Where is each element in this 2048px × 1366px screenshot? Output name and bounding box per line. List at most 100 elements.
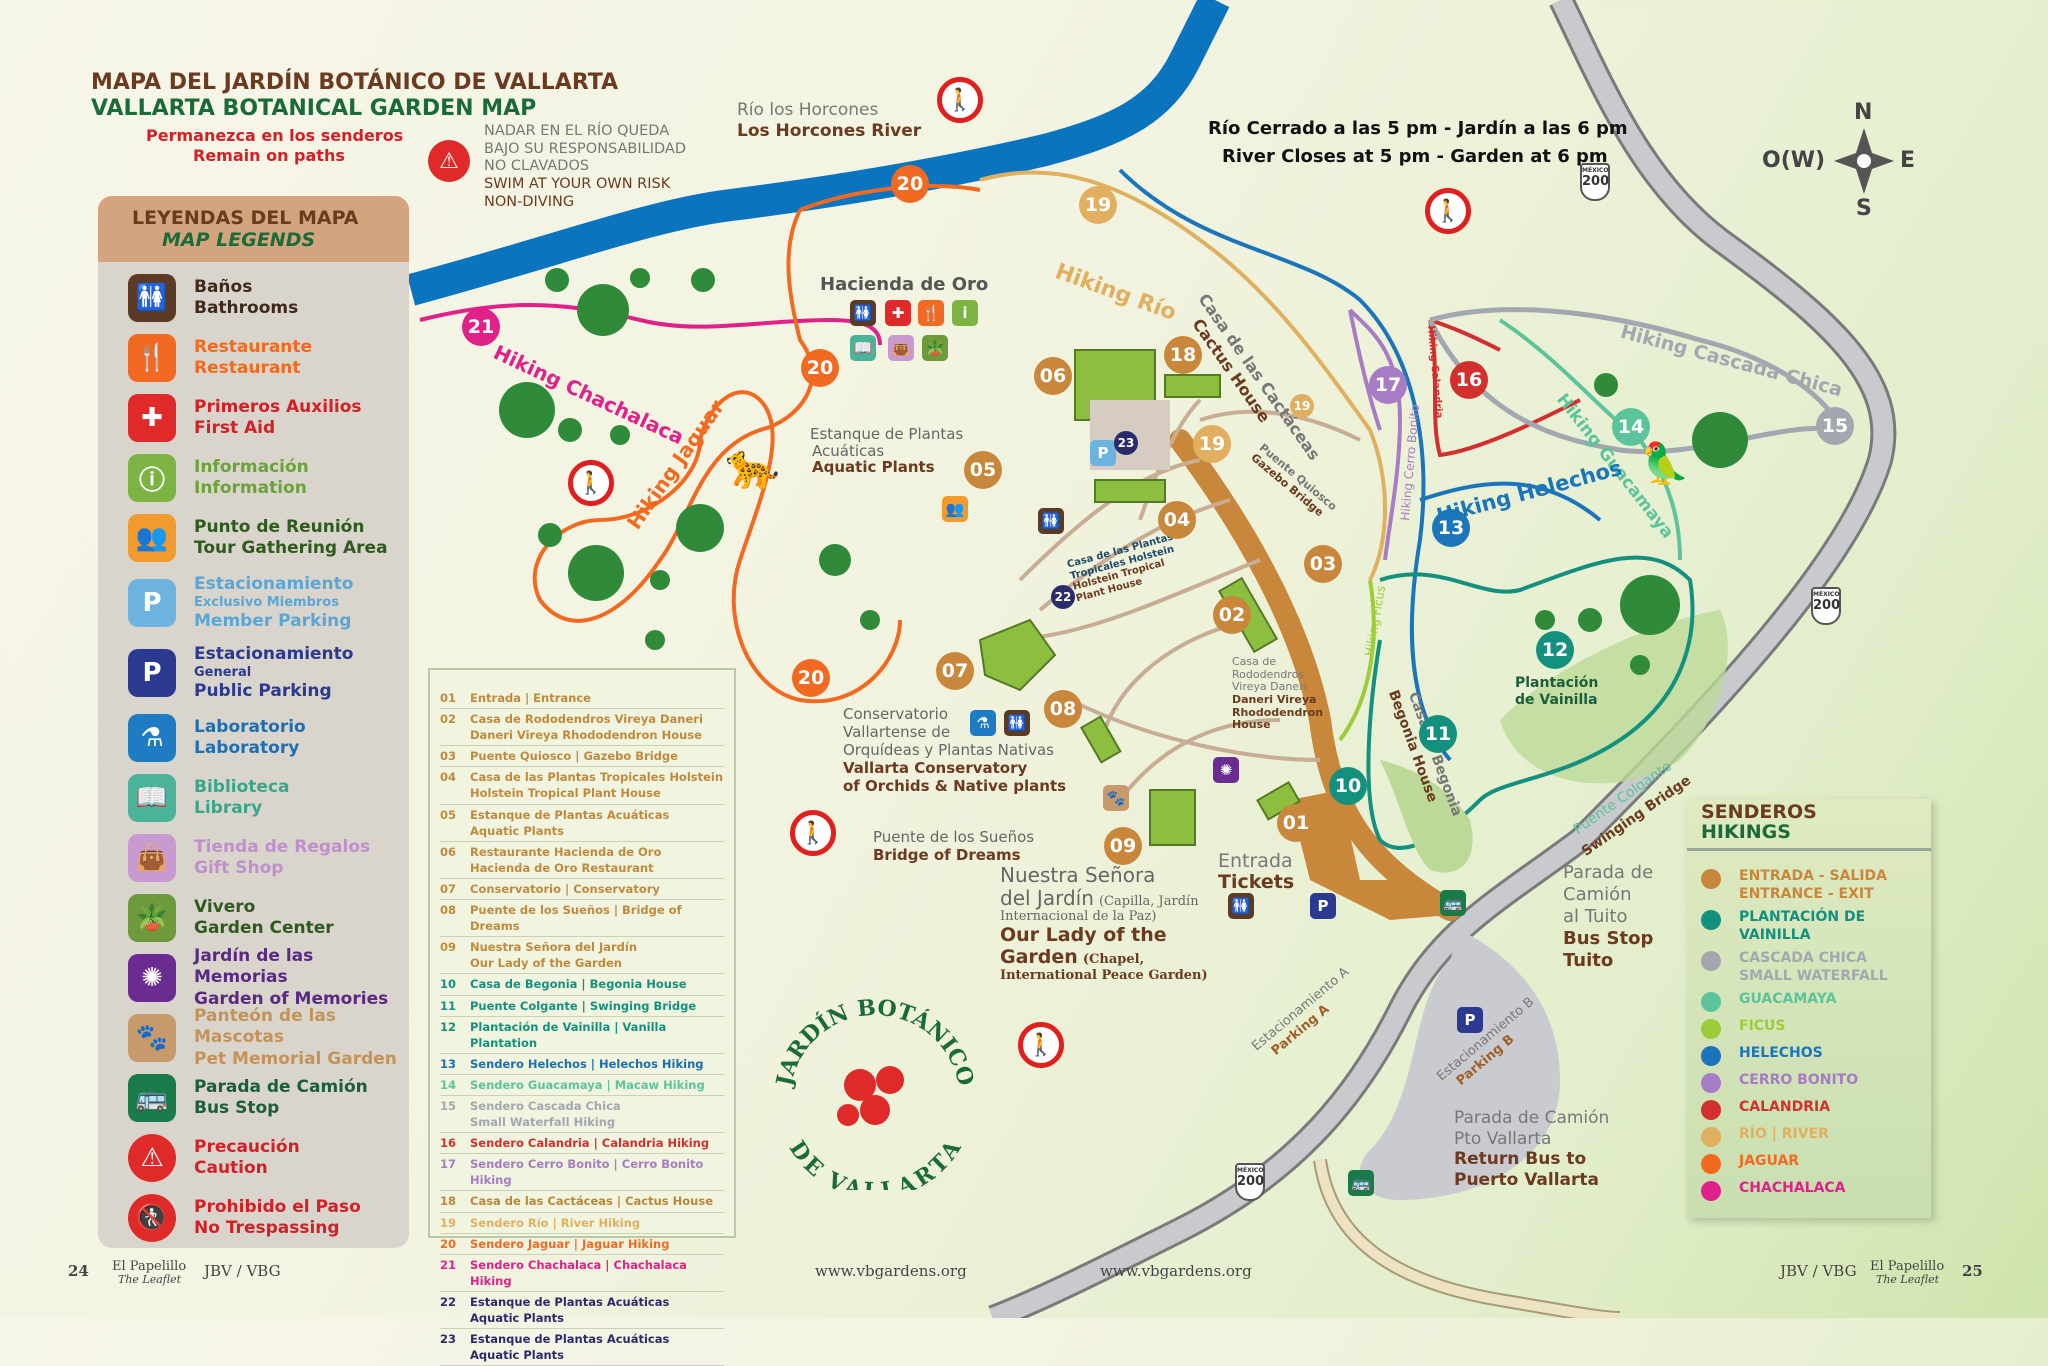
flower-icon <box>837 1066 904 1126</box>
icon-glyph: 🚌 <box>135 1083 169 1113</box>
label-line: Vallarta Conservatory <box>843 759 1028 777</box>
map-marker-17[interactable]: 17 <box>1369 366 1407 404</box>
map-marker-11[interactable]: 11 <box>1419 715 1457 753</box>
map-marker-20[interactable]: 20 <box>891 165 929 203</box>
label-line: Return Bus to <box>1454 1149 1587 1170</box>
map-marker-03[interactable]: 03 <box>1304 545 1342 583</box>
pub-name: El Papelillo <box>1870 1259 1945 1274</box>
icon-glyph: 🐾 <box>135 1023 169 1053</box>
paw-icon: 🐾 <box>1103 785 1129 811</box>
map-marker-15[interactable]: 15 <box>1816 407 1854 445</box>
label-line: Nuestra Señora <box>1000 863 1156 887</box>
legend-label-en: Garden Center <box>194 918 334 938</box>
title-en: VALLARTA BOTANICAL GARDEN MAP <box>91 96 537 121</box>
shield-text: MÉXICO <box>1582 167 1609 174</box>
compass-w: O(W) <box>1762 148 1826 173</box>
legend-label-es: Jardín de las Memorias <box>194 946 314 988</box>
map-marker-06[interactable]: 06 <box>1034 357 1072 395</box>
shield-number: 200 <box>1237 1173 1265 1189</box>
legend-label-en: No Trespassing <box>194 1218 340 1238</box>
map-base <box>406 0 1897 1318</box>
legend-label-es: Punto de Reunión <box>194 516 365 537</box>
icon-glyph: ⓘ <box>138 465 165 496</box>
url-left[interactable]: www.vbgardens.org <box>815 1262 967 1280</box>
map-marker-19[interactable]: 19 <box>1079 186 1117 224</box>
hiking-legend-item: GUACAMAYA <box>1687 988 1931 1015</box>
our-lady-label: Nuestra Señora del Jardín (Capilla, Jard… <box>1000 864 1208 984</box>
legend-label-en: Bathrooms <box>194 298 299 318</box>
url-right[interactable]: www.vbgardens.org <box>1100 1262 1252 1280</box>
place-name: Estanque de Plantas Acuáticas <box>470 807 670 822</box>
place-name: Puente Quiosco | Gazebo Bridge <box>470 749 678 764</box>
map-marker-14[interactable]: 14 <box>1612 408 1650 446</box>
restroom-icon: 🚻 <box>1004 710 1030 736</box>
flower-memorial-icon: ✺ <box>128 954 176 1002</box>
icon-glyph: 📖 <box>135 783 169 813</box>
hiking-legend-item: FICUS <box>1687 1015 1931 1042</box>
shield-number: 200 <box>1582 173 1610 189</box>
label-line: International Peace Garden) <box>1000 967 1208 983</box>
map-marker-20[interactable]: 20 <box>792 659 830 697</box>
map-marker-05[interactable]: 05 <box>964 451 1002 489</box>
remain-es: Permanezca en los senderos <box>146 126 404 145</box>
map-marker-21[interactable]: 21 <box>462 308 500 346</box>
pub-name-en: The Leaflet <box>118 1273 182 1287</box>
restaurant-icon: 🍴 <box>918 300 944 326</box>
place-number: 01 <box>440 691 457 705</box>
legend-label-en: Information <box>194 478 307 498</box>
laboratory-icon: ⚗ <box>970 710 996 736</box>
map-marker-20[interactable]: 20 <box>801 349 839 387</box>
icon-glyph: 🚻 <box>135 283 169 313</box>
restroom-icon: 🚻 <box>128 274 176 322</box>
map-marker-09[interactable]: 09 <box>1104 827 1142 865</box>
map-marker-19[interactable]: 19 <box>1290 394 1314 418</box>
map-marker-04[interactable]: 04 <box>1158 501 1196 539</box>
map-marker-10[interactable]: 10 <box>1329 767 1367 805</box>
place-name: Conservatorio | Conservatory <box>470 881 660 896</box>
compass-rose: N S O(W) E <box>1762 100 1915 225</box>
begonia-area <box>1380 760 1473 873</box>
legend-label-en: Tour Gathering Area <box>194 538 388 558</box>
label-line: Vallartense de <box>843 723 951 741</box>
label-line: Vireya Daneri <box>1232 680 1307 694</box>
map-marker-12[interactable]: 12 <box>1536 631 1574 669</box>
label-line: Garden <box>1000 945 1078 968</box>
legend-label-en: Laboratory <box>194 738 300 758</box>
map-marker-02[interactable]: 02 <box>1213 596 1251 634</box>
river-label-en: Los Horcones River <box>737 121 922 141</box>
map-marker-07[interactable]: 07 <box>936 652 974 690</box>
map-marker-13[interactable]: 13 <box>1432 509 1470 547</box>
place-name: Sendero Chachalaca | Chachalaca Hiking <box>470 1257 687 1288</box>
hiking-legend-item: CERRO BONITO <box>1687 1069 1931 1096</box>
trail-color-swatch <box>1701 1019 1721 1039</box>
place-number: 12 <box>440 1019 457 1034</box>
map-marker-16[interactable]: 16 <box>1450 361 1488 399</box>
map-marker-08[interactable]: 08 <box>1044 690 1082 728</box>
map-marker-22[interactable]: 22 <box>1051 585 1075 609</box>
caution-icon: ⚠ <box>428 140 470 182</box>
place-number: 16 <box>440 1136 457 1151</box>
svg-text:JARDÍN BOTÁNICO: JARDÍN BOTÁNICO <box>771 995 979 1091</box>
map-marker-01[interactable]: 01 <box>1277 804 1315 842</box>
label-line: Internacional de la Paz) <box>1000 909 1157 924</box>
map-marker-23[interactable]: 23 <box>1114 431 1138 455</box>
legend-label-es: Tienda de Regalos <box>194 836 371 857</box>
legend-label-es: Vivero <box>194 896 256 917</box>
place-name: Nuestra Señora del Jardín <box>470 940 638 955</box>
parking-b-area <box>1360 930 1560 1200</box>
tickets-label: Tickets <box>1218 871 1295 893</box>
map-marker-18[interactable]: 18 <box>1164 336 1202 374</box>
map-marker-19[interactable]: 19 <box>1193 425 1231 463</box>
label-line: Casa de <box>1232 655 1277 668</box>
jaguar-illustration-icon: 🐆 <box>725 441 780 492</box>
